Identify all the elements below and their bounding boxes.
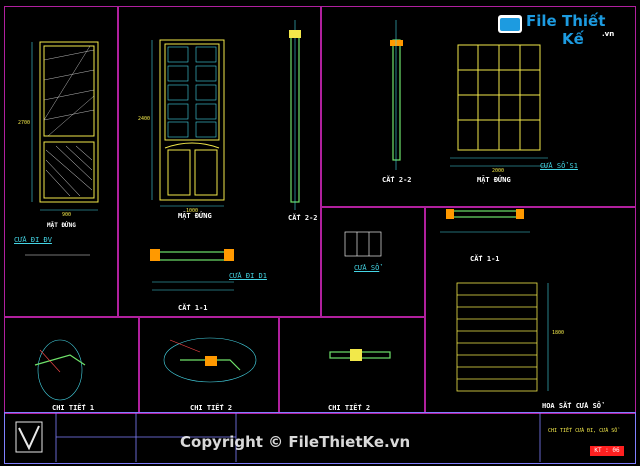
dim-2700: 2700	[18, 120, 31, 126]
view-title-mat-dung-1: MẶT ĐỨNG	[47, 222, 76, 229]
view-title-mat-dung-2: MẶT ĐỨNG	[178, 212, 212, 220]
dim-2400: 2400	[138, 116, 151, 122]
panel-window-small	[320, 206, 426, 318]
view-title-chi-tiet-1: CHI TIẾT 1	[52, 404, 95, 412]
view-title-cat-1-1-b: CẮT 1-1	[470, 255, 500, 263]
brand-tld: .vn	[602, 30, 615, 38]
dim-1000: 1000	[186, 208, 199, 214]
dim-1800: 1800	[552, 330, 565, 336]
view-title-cat-1-1-a: CẮT 1-1	[178, 304, 208, 312]
view-title-chi-tiet-2b: CHI TIẾT 2	[328, 404, 371, 412]
panel-door-d1	[117, 6, 322, 318]
panel-detail-1	[4, 316, 140, 414]
window-code-s2: CỬA SỔ	[354, 264, 380, 272]
panel-detail-2b	[278, 316, 426, 414]
view-title-hoa-sat: HOA SẮT CỬA SỔ	[542, 402, 602, 410]
folder-icon	[498, 15, 522, 33]
dim-900: 900	[62, 212, 72, 218]
panel-detail-2a	[138, 316, 280, 414]
view-title-cat-2-2-b: CẮT 2-2	[382, 176, 412, 184]
brand-rest: Thiết Kế	[562, 12, 606, 48]
copyright-watermark: Copyright © FileThietKe.vn	[180, 433, 411, 451]
view-title-chi-tiet-2a: CHI TIẾT 2	[190, 404, 233, 412]
view-title-mat-dung-3: MẶT ĐỨNG	[477, 176, 511, 184]
panel-hoa-sat	[424, 206, 636, 414]
door-code-d1: CỬA ĐI D1	[229, 272, 267, 280]
view-title-cat-2-2-a: CẮT 2-2	[288, 214, 318, 222]
dim-2000: 2000	[492, 168, 505, 174]
panel-window-s1	[320, 6, 636, 208]
title-block	[4, 412, 636, 464]
panel-door-dv	[4, 6, 119, 318]
sheet-badge: KT : 06	[590, 446, 624, 456]
title-block-project: CHI TIẾT CỬA ĐI, CỬA SỔ	[548, 428, 618, 434]
window-code-s1: CỬA SỔ S1	[540, 162, 578, 170]
door-code-dv: CỬA ĐI ĐV	[14, 236, 52, 244]
brand-watermark: File Thiết Kế .vn	[496, 8, 626, 48]
brand-file: File	[526, 12, 557, 30]
